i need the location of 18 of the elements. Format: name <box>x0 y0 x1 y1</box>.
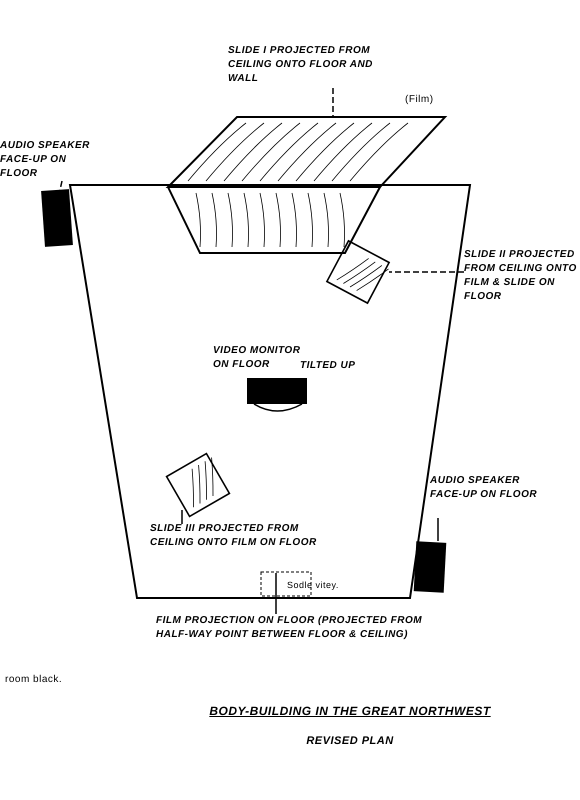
handwritten-note: room black. <box>5 673 62 687</box>
callout-text: AUDIO SPEAKER FACE-UP ON FLOOR <box>430 474 538 502</box>
leader-line <box>181 510 183 524</box>
handwritten-note: Sodle vitey. <box>287 579 339 592</box>
callout-text: SLIDE I PROJECTED FROM CEILING ONTO FLOOR AND WALL <box>228 44 374 86</box>
callout-text: FILM PROJECTION ON FLOOR (PROJECTED FROM HALF-WAY POINT BETWEEN FLOOR & CEILING) <box>156 614 424 642</box>
subtitle: REVISED PLAN <box>305 734 395 748</box>
title: BODY-BUILDING IN THE GREAT NORTHWEST <box>208 704 492 718</box>
leader-line <box>332 88 334 117</box>
leader-line <box>389 271 464 273</box>
callout-text: SLIDE III PROJECTED FROM CEILING ONTO FILM ON FLOOR <box>150 522 318 550</box>
tilt-note: TILTED UP <box>300 359 356 373</box>
callout-text: AUDIO SPEAKER FACE-UP ON FLOOR <box>0 139 91 181</box>
leader-line <box>437 518 439 541</box>
film-note: (Film) <box>405 93 434 107</box>
leader-line <box>275 573 277 614</box>
monitor-label: VIDEO MONITOR ON FLOOR <box>213 344 300 372</box>
callout-text: SLIDE II PROJECTED FROM CEILING ONTO FILM & SLIDE ON FLOOR <box>464 248 578 304</box>
